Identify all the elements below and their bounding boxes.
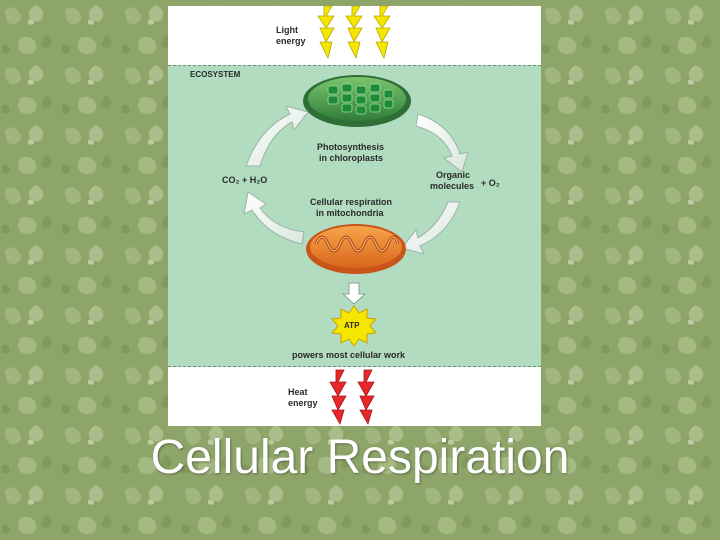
atp-starburst — [331, 305, 377, 347]
organic-molecules-label-line1: Organic — [436, 170, 471, 180]
respiration-figure: Light energy ECOSYSTEM Photosynthesis in… — [168, 6, 541, 426]
down-arrow-to-atp — [341, 282, 367, 305]
atp-label: ATP — [344, 321, 360, 330]
diagram-graphics — [243, 6, 469, 426]
powers-cellular-work-label: powers most cellular work — [292, 350, 406, 360]
cellular-respiration-label-line1: Cellular respiration — [310, 197, 393, 207]
cycle-arrows — [243, 105, 469, 255]
cycle-arrow-upper-left — [245, 105, 309, 167]
cycle-arrow-lower-right — [401, 201, 461, 255]
light-arrow-2 — [345, 6, 363, 60]
light-arrow-3 — [373, 6, 391, 60]
co2-h2o-label: CO₂ + H₂O — [222, 175, 268, 185]
light-energy-label-line2: energy — [276, 36, 306, 46]
o2-label: + O₂ — [481, 178, 500, 188]
heat-arrow-1 — [329, 369, 347, 426]
heat-energy-arrows — [329, 369, 375, 426]
organic-molecules-label-line2: molecules — [430, 181, 475, 191]
photosynthesis-label-line1: Photosynthesis — [317, 142, 385, 152]
light-arrow-1 — [317, 6, 335, 60]
light-energy-label-line1: Light — [276, 25, 298, 35]
cellular-respiration-label-line2: in mitochondria — [316, 208, 384, 218]
heat-energy-label-line2: energy — [288, 398, 318, 408]
mitochondrion-illustration — [306, 224, 406, 274]
cycle-arrow-upper-right — [415, 113, 469, 173]
chloroplast-illustration — [303, 75, 411, 127]
light-energy-arrows — [317, 6, 391, 60]
slide-title: Cellular Respiration — [150, 431, 570, 484]
photosynthesis-label-line2: in chloroplasts — [319, 153, 384, 163]
heat-energy-label-line1: Heat — [288, 387, 308, 397]
cycle-arrow-lower-left — [243, 191, 305, 245]
ecosystem-label: ECOSYSTEM — [190, 70, 241, 79]
heat-arrow-2 — [357, 369, 375, 426]
